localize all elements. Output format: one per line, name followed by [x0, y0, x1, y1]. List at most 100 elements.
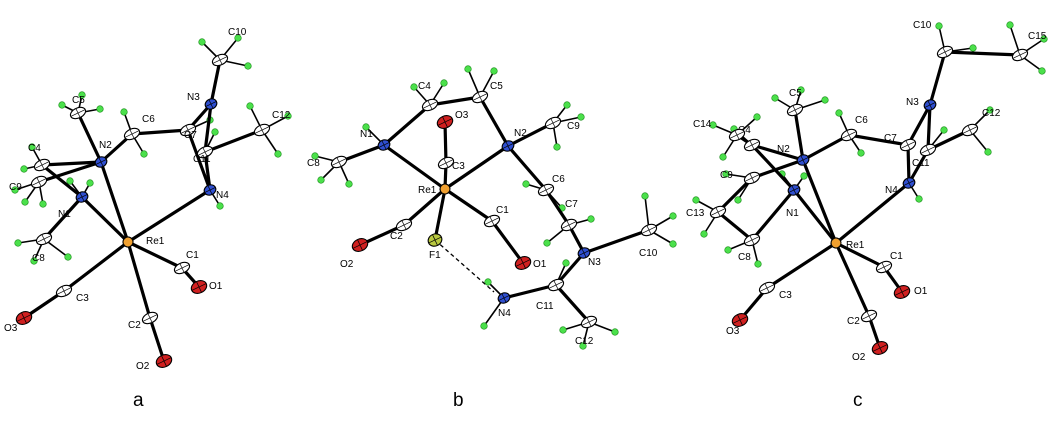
bond-N2-C9 — [750, 158, 805, 180]
atom-label-N2: N2 — [777, 144, 790, 155]
hydrogen-atom — [669, 240, 677, 248]
hydrogen-atom — [1040, 35, 1048, 43]
atom-Re1 — [830, 237, 842, 249]
atom-C5 — [69, 106, 87, 120]
hydrogen-atom — [14, 239, 22, 247]
bond-C4-C5 — [428, 95, 482, 107]
bond-C9-C13 — [716, 176, 754, 214]
atom-label-C12: C12 — [982, 108, 1001, 119]
bond-C6-C7 — [130, 128, 190, 136]
atom-label-C9: C9 — [567, 121, 580, 132]
hydrogen-atom — [835, 109, 843, 117]
atom-C14 — [728, 128, 746, 142]
hydrogen-atom — [39, 200, 47, 208]
hydrogen-atom — [754, 260, 762, 268]
bond-Re1-N2 — [801, 158, 838, 245]
atom-C5 — [786, 103, 804, 117]
hydrogen-atom — [722, 170, 730, 178]
bond-C7-N3 — [906, 103, 932, 147]
atom-C6 — [537, 183, 555, 197]
bond-C7-N4 — [906, 143, 911, 185]
atom-label-Re1: Re1 — [418, 185, 437, 196]
atom-label-C7: C7 — [884, 133, 897, 144]
atom-C10 — [936, 45, 954, 59]
bond-Re1-C3 — [765, 241, 838, 290]
atom-O2 — [351, 238, 369, 252]
atom-label-C5: C5 — [72, 95, 85, 106]
hydrogen-atom — [700, 230, 708, 238]
atom-C1 — [173, 261, 191, 275]
atom-label-C2: C2 — [847, 316, 860, 327]
atom-C8 — [330, 155, 348, 169]
atom-O1 — [190, 280, 208, 294]
atom-label-O2: O2 — [136, 361, 150, 372]
atom-label-C10: C10 — [639, 248, 658, 259]
atom-label-C1: C1 — [890, 251, 903, 262]
hydrogen-atom — [96, 105, 104, 113]
atom-O1 — [514, 256, 532, 270]
atom-label-N1: N1 — [360, 129, 373, 140]
bond-Re1-N4 — [126, 188, 212, 244]
atom-label-C3: C3 — [779, 290, 792, 301]
atom-C6 — [123, 127, 141, 141]
atom-C11 — [196, 145, 214, 159]
atom-label-C2: C2 — [128, 320, 141, 331]
hydrogen-atom — [579, 342, 587, 350]
atom-C7 — [179, 123, 197, 137]
bond-Re1-N4 — [834, 181, 911, 245]
hydrogen-atom — [440, 79, 448, 87]
hydrogen-atom — [234, 34, 242, 42]
atom-label-C10: C10 — [228, 27, 247, 38]
atom-label-C4: C4 — [28, 143, 41, 154]
atom-label-C5: C5 — [490, 81, 503, 92]
atom-C6 — [840, 128, 858, 142]
bond-C7-N4 — [186, 128, 212, 192]
atom-label-C3: C3 — [76, 293, 89, 304]
hydrogen-atom — [797, 86, 805, 94]
atom-C1 — [875, 260, 893, 274]
atom-label-N3: N3 — [588, 257, 601, 268]
atom-O2 — [155, 354, 173, 368]
bond-N1-C8 — [750, 188, 796, 242]
bond-Re1-N2 — [99, 160, 130, 244]
hydrogen-atom — [28, 143, 36, 151]
atom-label-C6: C6 — [142, 114, 155, 125]
hydrogen-atom — [587, 215, 595, 223]
atom-N1 — [75, 191, 89, 203]
bond-N2-C6 — [506, 144, 548, 192]
hydrogen-atom — [311, 152, 319, 160]
atom-N1 — [787, 184, 801, 196]
atom-label-C4: C4 — [738, 125, 751, 136]
hydrogen-atom — [211, 128, 219, 136]
bond-C2-O2 — [148, 316, 166, 363]
bond-Re1-N2 — [443, 144, 510, 191]
bond-N3-C10 — [209, 58, 222, 106]
atom-label-C1: C1 — [186, 250, 199, 261]
bond-N2-C5 — [793, 108, 805, 162]
atom-label-C15: C15 — [1028, 31, 1047, 42]
atom-label-C11: C11 — [912, 158, 930, 169]
atom-label-F1: F1 — [429, 250, 441, 261]
atom-label-C9: C9 — [9, 182, 22, 193]
hydrogen-atom — [800, 172, 808, 180]
bond-C11-C12 — [554, 283, 591, 324]
hydrogen-atom — [969, 44, 977, 52]
hydrogen-atom — [464, 65, 472, 73]
bond-N1-C4 — [750, 143, 796, 192]
bond-C6-C7 — [847, 133, 910, 147]
hydrogen-atom — [1038, 67, 1046, 75]
hydrogen-atom — [915, 195, 923, 203]
hydrogen-atom — [559, 326, 567, 334]
panel-c-label: c — [853, 390, 863, 411]
hydrogen-atom — [641, 192, 649, 200]
hydrogen-atom — [86, 179, 94, 187]
atom-C10 — [211, 53, 229, 67]
atom-label-O1: O1 — [533, 259, 547, 270]
atom-N3 — [923, 99, 937, 111]
atom-C15 — [1011, 48, 1029, 62]
atom-N4 — [497, 292, 511, 304]
hydrogen-atom — [857, 149, 865, 157]
bond-N1-C4 — [382, 103, 432, 147]
